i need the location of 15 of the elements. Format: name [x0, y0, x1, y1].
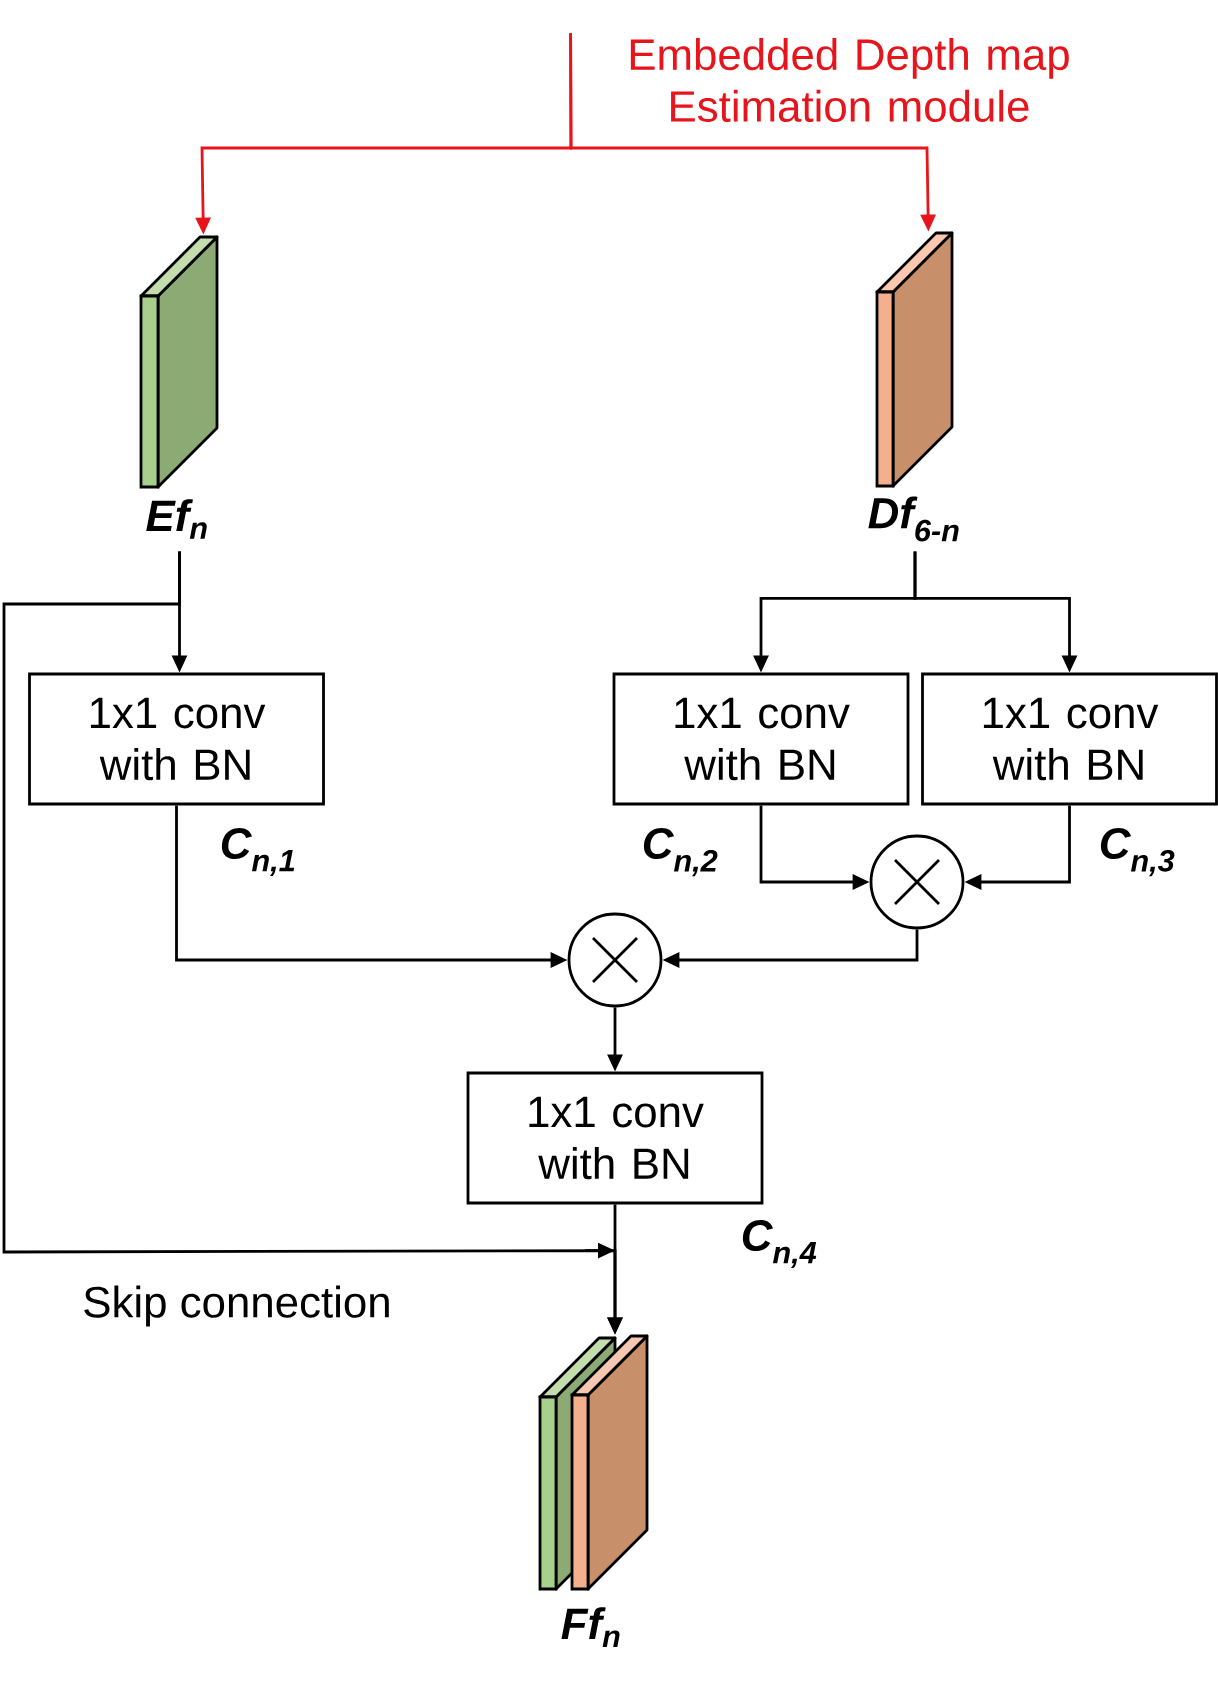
multiply-circle: [567, 912, 663, 1008]
block-label: C$_{n,4}$: [742, 1220, 817, 1268]
edge-label: Skip connection: [80, 1283, 394, 1329]
module-title: Embedded Depth map Estimation module: [630, 38, 1069, 122]
feature-label: Ef$_{n}$: [146, 499, 207, 539]
multiply-circle: [869, 834, 965, 930]
conv-box: 1x1 conv with BN: [921, 672, 1218, 806]
conv-box: 1x1 conv with BN: [28, 672, 325, 806]
block-label: C$_{n,2}$: [643, 827, 718, 877]
block-label: C$_{n,3}$: [1100, 827, 1175, 877]
conv-box: 1x1 conv with BN: [612, 672, 910, 806]
conv-box: 1x1 conv with BN: [466, 1071, 764, 1205]
feature-label: Df$_{6-n}$: [868, 496, 959, 542]
feature-label: Ff$_{n}$: [561, 1607, 620, 1647]
block-label: C$_{n,1}$: [221, 828, 295, 876]
